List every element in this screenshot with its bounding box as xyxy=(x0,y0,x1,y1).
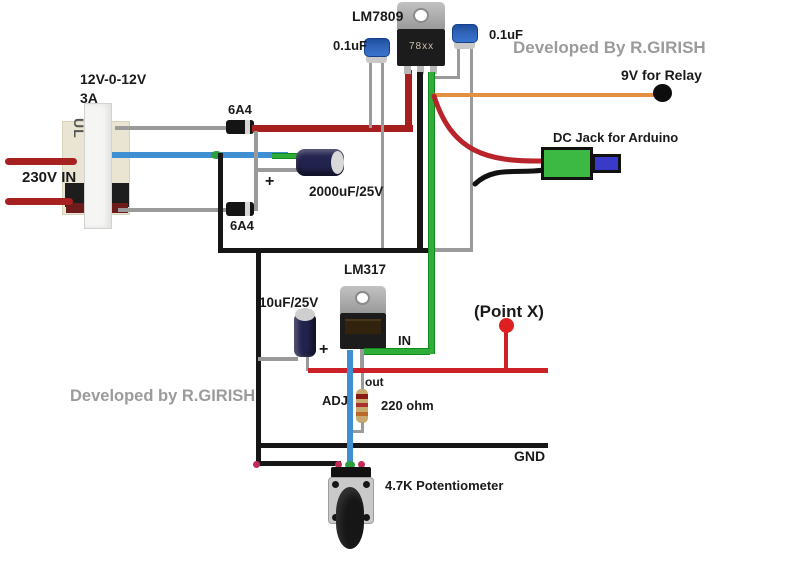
transformer-terminal-left xyxy=(66,203,85,213)
dc-jack-plug xyxy=(592,154,621,173)
pot-shaft xyxy=(336,487,364,549)
transformer-bobbin-right xyxy=(110,183,129,207)
bypass-cap-right-label: 0.1uF xyxy=(489,27,523,42)
bypass-cap-right-head xyxy=(452,24,478,43)
regulator-adj-label: LM317 xyxy=(344,262,387,277)
rail-12v xyxy=(252,125,413,132)
mains-wire-bottom xyxy=(5,198,73,205)
point-x-riser xyxy=(504,330,508,370)
adj-cap-top xyxy=(295,308,315,321)
pin-out-label: out xyxy=(365,375,384,389)
transformer-core-strip xyxy=(84,103,112,229)
pot-gnd-corner-junction xyxy=(253,461,260,468)
pin-in-label: IN xyxy=(398,333,411,348)
transformer-rating-label: 12V-0-12V xyxy=(80,71,147,87)
regulator-adj-out-stub xyxy=(360,349,364,370)
regulator-9v-label: LM7809 xyxy=(352,8,404,24)
pot-gnd-wire xyxy=(256,461,341,466)
filter-cap-end xyxy=(331,151,344,174)
relay-tap-terminal xyxy=(653,84,672,102)
developed-top-label: Developed By R.GIRISH xyxy=(513,38,706,57)
center-tap-junction xyxy=(211,151,222,159)
regulator-9v-marking: 78xx xyxy=(409,41,435,52)
transformer-current-label: 3A xyxy=(80,90,98,106)
dc-jack-body xyxy=(541,147,593,180)
gnd-bus-lower xyxy=(256,443,548,448)
filter-cap-label: 2000uF/25V xyxy=(309,184,384,199)
secondary-wire-bottom xyxy=(118,208,228,212)
filter-cap-lead-top xyxy=(272,153,298,159)
regulator-9v-gnd-wire xyxy=(417,72,423,252)
adj-wire xyxy=(347,350,353,468)
point-x-label: (Point X) xyxy=(474,302,544,321)
filter-cap-polarity: + xyxy=(265,173,275,190)
developed-bottom-label: Developed by R.GIRISH xyxy=(70,387,256,405)
bypass-cap-left-head xyxy=(364,38,390,57)
gnd-label: GND xyxy=(514,448,546,464)
pin-adj-label: ADJ xyxy=(322,393,349,408)
diode-bottom-label: 6A4 xyxy=(230,218,254,233)
gnd-bus-upper xyxy=(218,248,428,253)
secondary-wire-top xyxy=(115,126,227,130)
dc-jack-label: DC Jack for Arduino xyxy=(553,130,679,145)
bypass-cap-left-label: 0.1uF xyxy=(333,38,367,53)
rail-12v-riser xyxy=(405,70,412,130)
relay-tap-label: 9V for Relay xyxy=(621,67,702,83)
rail-out xyxy=(308,368,548,373)
adj-cap-body xyxy=(294,313,316,357)
regulator-adj-in-wire xyxy=(364,348,430,355)
mains-wire-top xyxy=(5,158,77,165)
pot-top-bar xyxy=(331,467,371,478)
potentiometer-label: 4.7K Potentiometer xyxy=(385,478,504,493)
center-tap-wire xyxy=(112,152,288,158)
pot-wiper-junction xyxy=(345,461,355,469)
adj-cap-label: 10uF/25V xyxy=(259,295,319,310)
point-x-terminal xyxy=(499,318,514,333)
filter-cap-lead-bottom xyxy=(256,168,298,172)
regulator-9v-out-wire xyxy=(428,72,435,354)
center-tap-drop xyxy=(218,153,223,251)
adj-cap-polarity: + xyxy=(319,341,329,358)
mains-label: 230V IN xyxy=(22,169,77,186)
diode-top-label: 6A4 xyxy=(228,102,252,117)
resistor-label: 220 ohm xyxy=(381,398,434,413)
relay-tap-wire xyxy=(433,93,658,97)
regulator-adj-label-plate xyxy=(345,319,381,334)
transformer-brand-mark: UL xyxy=(71,118,87,139)
